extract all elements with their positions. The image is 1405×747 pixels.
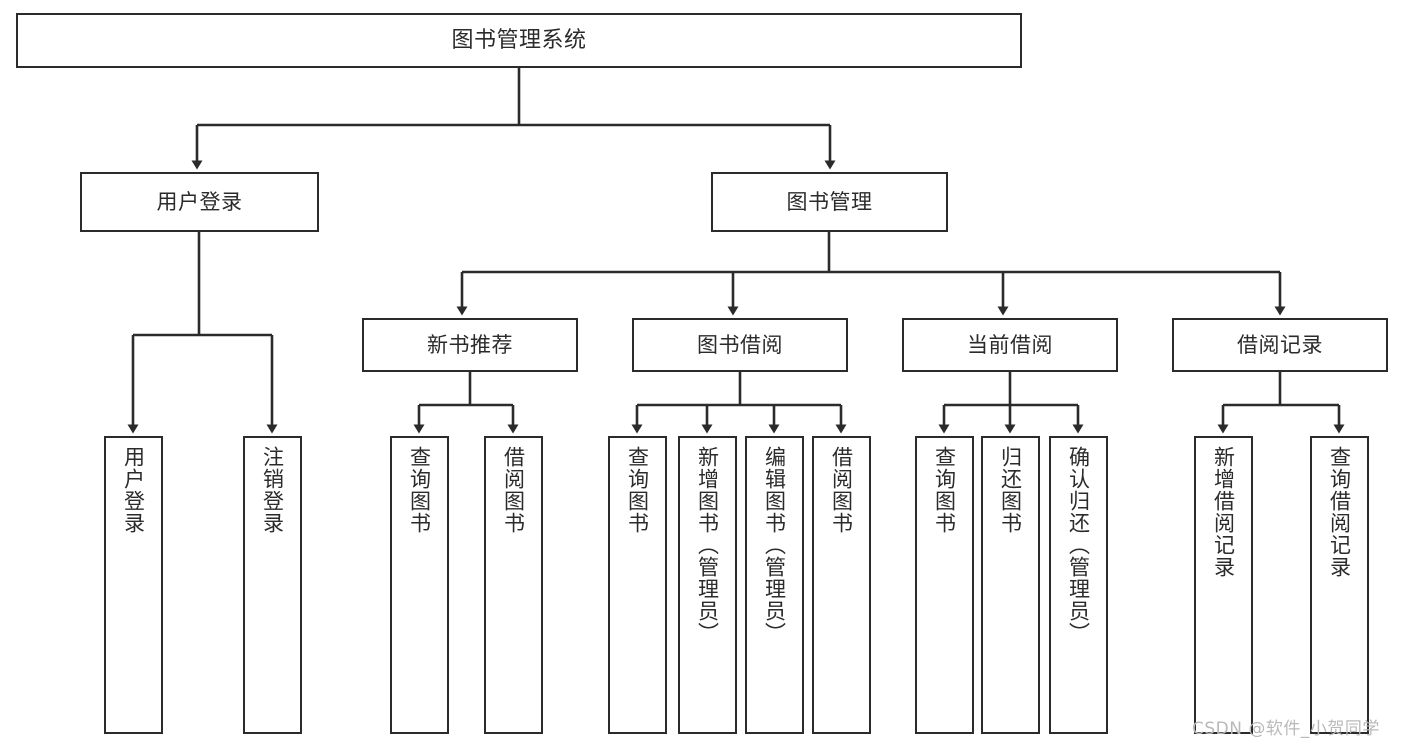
node-book-management[interactable]: 图书管理	[711, 172, 948, 232]
node-borrowing-record[interactable]: 借阅记录	[1172, 318, 1388, 372]
node-label: 借阅图书	[501, 446, 526, 534]
leaf-borrow-book-1[interactable]: 借阅图书	[484, 436, 543, 734]
node-book-borrowing[interactable]: 图书借阅	[632, 318, 848, 372]
leaf-query-book-1[interactable]: 查询图书	[390, 436, 449, 734]
node-book-management-system[interactable]: 图书管理系统	[16, 13, 1022, 68]
node-label: 图书管理系统	[451, 27, 587, 53]
leaf-query-book-3[interactable]: 查询图书	[915, 436, 974, 734]
leaf-query-record[interactable]: 查询借阅记录	[1310, 436, 1369, 734]
node-label: 借阅图书	[829, 446, 854, 534]
leaf-edit-book[interactable]: 编辑图书（管理员）	[745, 436, 804, 734]
node-label: 查询图书	[932, 446, 957, 534]
leaf-add-book[interactable]: 新增图书（管理员）	[678, 436, 737, 734]
leaf-add-record[interactable]: 新增借阅记录	[1194, 436, 1253, 734]
node-label: 查询借阅记录	[1327, 446, 1352, 578]
node-new-book-recommendation[interactable]: 新书推荐	[362, 318, 578, 372]
node-label: 编辑图书（管理员）	[762, 446, 787, 644]
node-label: 归还图书	[998, 446, 1023, 534]
node-label: 确认归还（管理员）	[1066, 446, 1091, 644]
node-user-login[interactable]: 用户登录	[80, 172, 319, 232]
node-label: 新增借阅记录	[1211, 446, 1236, 578]
node-label: 新增图书（管理员）	[695, 446, 720, 644]
node-label: 图书借阅	[697, 332, 783, 357]
node-label: 新书推荐	[427, 332, 513, 357]
node-label: 注销登录	[260, 446, 285, 534]
leaf-query-book-2[interactable]: 查询图书	[608, 436, 667, 734]
node-label: 用户登录	[121, 446, 146, 534]
leaf-borrow-book-2[interactable]: 借阅图书	[812, 436, 871, 734]
leaf-confirm-return[interactable]: 确认归还（管理员）	[1049, 436, 1108, 734]
node-label: 借阅记录	[1237, 332, 1323, 357]
leaf-user-login[interactable]: 用户登录	[104, 436, 163, 734]
node-label: 图书管理	[786, 189, 873, 214]
node-label: 当前借阅	[967, 332, 1053, 357]
node-label: 查询图书	[407, 446, 432, 534]
leaf-logout[interactable]: 注销登录	[243, 436, 302, 734]
csdn-watermark: CSDN @软件_小贺同学	[1192, 719, 1380, 739]
leaf-return-book[interactable]: 归还图书	[981, 436, 1040, 734]
node-current-borrowing[interactable]: 当前借阅	[902, 318, 1118, 372]
node-label: 用户登录	[156, 189, 243, 214]
node-label: 查询图书	[625, 446, 650, 534]
